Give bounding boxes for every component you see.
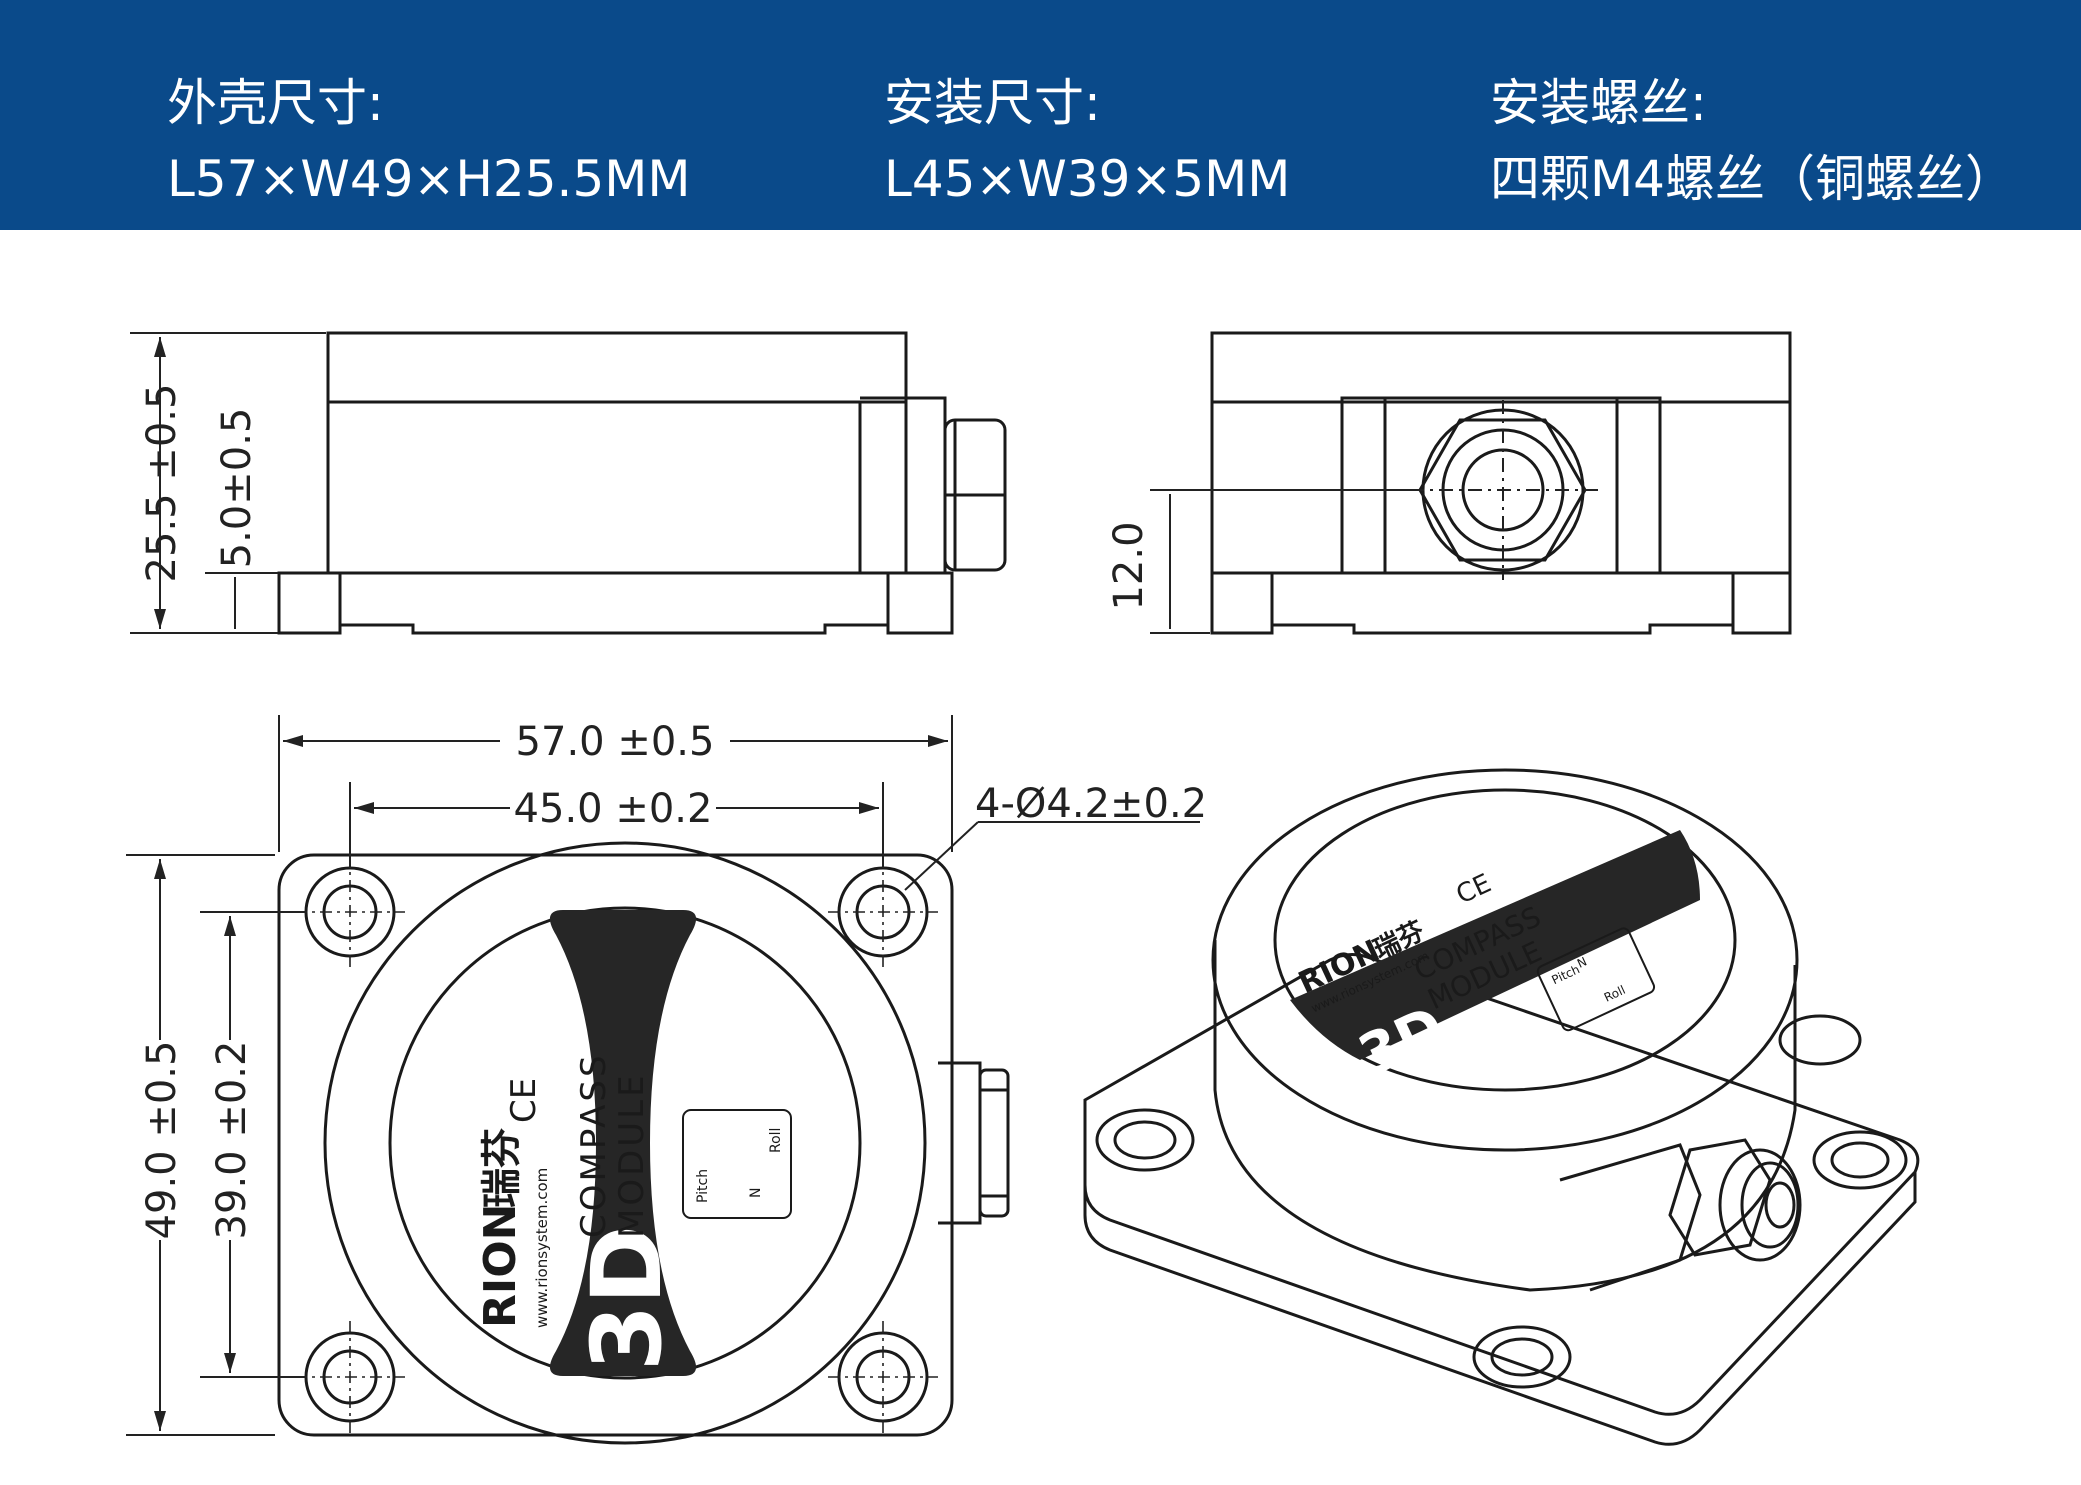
- label-brand-cn: 瑞芬: [479, 1128, 525, 1208]
- dim-total-height: 25.5 ±0.5: [139, 384, 185, 583]
- top-view-dimensions: [126, 715, 1200, 1436]
- spec-value: L57×W49×H25.5MM: [167, 150, 691, 208]
- label-band: [549, 910, 697, 1376]
- iso-label-band: [1290, 830, 1700, 1060]
- top-label: 3D COMPASS MODULE RION 瑞芬 www.rionsystem…: [475, 1052, 792, 1371]
- dim-hole-spacing-length: 45.0 ±0.2: [514, 786, 713, 832]
- dim-base-height: 5.0±0.5: [214, 408, 260, 569]
- spec-housing-size: 外壳尺寸: L57×W49×H25.5MM: [167, 65, 691, 217]
- side-view-dimensions: [130, 332, 326, 634]
- spec-header: 外壳尺寸: L57×W49×H25.5MM 安装尺寸: L45×W39×5MM …: [0, 0, 2081, 230]
- spec-mounting-screws: 安装螺丝: 四颗M4螺丝（铜螺丝）: [1490, 65, 2015, 217]
- spec-value: 四颗M4螺丝（铜螺丝）: [1490, 150, 2015, 208]
- dim-connector-height: 12.0: [1106, 521, 1152, 610]
- iso-label-roll: Roll: [1602, 983, 1628, 1005]
- spec-title: 安装螺丝:: [1490, 74, 1707, 132]
- label-ce: CE: [504, 1078, 544, 1123]
- spec-value: L45×W39×5MM: [884, 150, 1291, 208]
- iso-label-ce: CE: [1452, 869, 1496, 911]
- hole-centerlines: [295, 855, 938, 1435]
- spec-mounting-size: 安装尺寸: L45×W39×5MM: [884, 65, 1290, 217]
- top-view: [277, 841, 1010, 1445]
- spec-title: 外壳尺寸:: [167, 74, 384, 132]
- label-pitch: Pitch: [695, 1169, 711, 1203]
- side-view: [277, 331, 1007, 635]
- front-view: [1210, 331, 1792, 635]
- isometric-view: [1083, 768, 1920, 1446]
- dim-hole-spacing-width: 39.0 ±0.2: [209, 1041, 255, 1240]
- label-brand: RION: [475, 1204, 526, 1328]
- label-compass: COMPASS: [574, 1052, 614, 1238]
- label-website: www.rionsystem.com: [533, 1168, 551, 1328]
- dim-width: 49.0 ±0.5: [139, 1041, 185, 1240]
- dim-hole-diameter: 4-Ø4.2±0.2: [975, 781, 1207, 827]
- front-view-centerlines: [1410, 400, 1600, 580]
- label-north: N: [748, 1188, 764, 1198]
- dim-length: 57.0 ±0.5: [516, 719, 715, 765]
- label-3d: 3D: [571, 1225, 683, 1371]
- spec-title: 安装尺寸:: [884, 74, 1101, 132]
- label-roll: Roll: [768, 1128, 784, 1153]
- label-module: MODULE: [612, 1072, 652, 1238]
- front-view-dimensions: [1150, 489, 1418, 634]
